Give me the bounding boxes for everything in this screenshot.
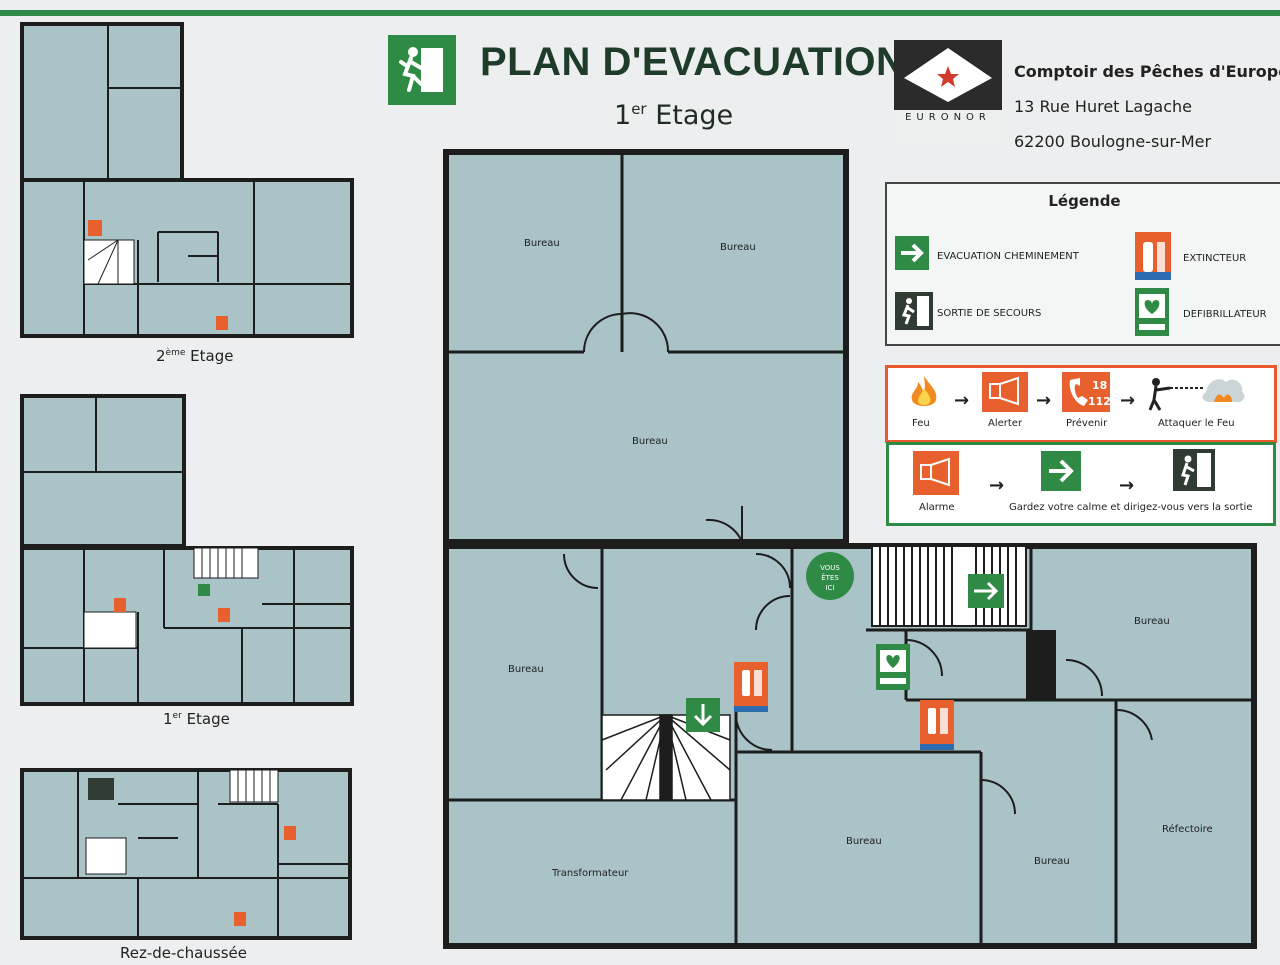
mini-floor-word: Etage bbox=[186, 710, 230, 728]
top-green-border bbox=[0, 10, 1280, 16]
mini-plan-caption-1er: 1er Etage bbox=[163, 710, 230, 728]
company-name: Comptoir des Pêches d'Europe du N bbox=[1014, 62, 1280, 81]
phone-number-18: 18 bbox=[1092, 379, 1107, 392]
arrow-right-icon: → bbox=[1120, 390, 1136, 411]
arrow-right-icon: → bbox=[1036, 390, 1052, 411]
alarm-horn-icon bbox=[913, 451, 959, 495]
mini-plan-caption-2eme: 2ème Etage bbox=[156, 347, 233, 365]
arrow-right-icon: → bbox=[989, 475, 1005, 496]
main-floor-plan: Bureau Bureau Bureau Bureau Transformate… bbox=[443, 149, 1257, 949]
emergency-exit-icon bbox=[895, 292, 933, 330]
legend-panel: Légende EVACUATION CHEMINEMENT EXTINCTEU… bbox=[885, 182, 1280, 346]
phone-number-112: 112 bbox=[1088, 395, 1110, 408]
room-bottom-block bbox=[443, 543, 1257, 949]
staircase-spiral bbox=[601, 714, 731, 801]
legend-label-defibrillator: DEFIBRILLATEUR bbox=[1183, 309, 1267, 320]
alarm-label: Alarme bbox=[919, 502, 955, 513]
room-label-bureau: Bureau bbox=[1034, 856, 1070, 867]
green-arrow-icon bbox=[895, 236, 929, 270]
defibrillator-icon bbox=[876, 644, 910, 690]
mini-floor-label: Rez-de-chaussée bbox=[120, 944, 247, 962]
you-are-here-line-1: VOUS bbox=[820, 564, 840, 572]
legend-title: Légende bbox=[1048, 192, 1121, 210]
emergency-exit-icon bbox=[388, 35, 456, 105]
floor-word: Etage bbox=[655, 100, 734, 131]
alarm-horn-icon bbox=[982, 372, 1028, 412]
room-label-bureau: Bureau bbox=[720, 242, 756, 253]
alarm-instruction: Gardez votre calme et dirigez-vous vers … bbox=[1009, 502, 1253, 513]
room-label-bureau: Bureau bbox=[508, 664, 544, 675]
logo-text: EURONOR bbox=[905, 112, 991, 123]
emergency-exit-icon bbox=[1173, 449, 1215, 491]
mini-floor-suffix: ème bbox=[165, 348, 186, 358]
mini-floor-number: 2 bbox=[156, 347, 166, 365]
floor-number: 1 bbox=[614, 100, 632, 131]
step-prevenir: Prévenir bbox=[1066, 418, 1108, 429]
page-subtitle: 1er Etage bbox=[614, 100, 733, 131]
evacuation-arrow-icon bbox=[968, 574, 1004, 608]
company-city: 62200 Boulogne-sur-Mer bbox=[1014, 132, 1212, 151]
legend-label-extinguisher: EXTINCTEUR bbox=[1183, 253, 1247, 264]
you-are-here-line-3: ICI bbox=[825, 584, 834, 592]
room-label-transformateur: Transformateur bbox=[551, 868, 629, 879]
floor-suffix: er bbox=[631, 100, 647, 118]
firefighter-icon bbox=[1148, 378, 1245, 411]
mini-plan-caption-rdc: Rez-de-chaussée bbox=[120, 944, 247, 962]
step-attaquer: Attaquer le Feu bbox=[1158, 418, 1235, 429]
mini-floor-number: 1 bbox=[163, 710, 173, 728]
evacuation-arrow-down-icon bbox=[686, 698, 720, 732]
mini-plan-2eme-etage bbox=[20, 22, 354, 338]
fire-extinguisher-icon bbox=[734, 662, 768, 712]
mini-floor-word: Etage bbox=[190, 347, 234, 365]
alarm-procedure-panel: Alarme → → Gardez votre calme et dirigez… bbox=[886, 442, 1276, 526]
step-alerter: Alerter bbox=[988, 418, 1023, 429]
room-label-bureau: Bureau bbox=[632, 436, 668, 447]
room-label-bureau: Bureau bbox=[1134, 616, 1170, 627]
room-label-bureau: Bureau bbox=[524, 238, 560, 249]
fire-extinguisher-icon bbox=[920, 700, 954, 750]
company-logo: EURONOR bbox=[894, 40, 1002, 140]
fire-procedure-panel: Feu → Alerter → 18 112 Prévenir → Attaqu… bbox=[885, 365, 1277, 443]
room-label-bureau: Bureau bbox=[846, 836, 882, 847]
mini-floor-suffix: er bbox=[172, 711, 182, 721]
room-label-refectoire: Réfectoire bbox=[1162, 823, 1213, 835]
legend-label-exit: SORTIE DE SECOURS bbox=[937, 308, 1042, 319]
company-address: 13 Rue Huret Lagache bbox=[1014, 97, 1192, 116]
mini-plan-1er-etage bbox=[20, 394, 354, 706]
defibrillator-icon bbox=[1135, 288, 1169, 336]
room-top-block bbox=[443, 149, 849, 545]
fire-extinguisher-icon bbox=[1135, 232, 1171, 280]
arrow-right-icon: → bbox=[1119, 475, 1135, 496]
legend-label-evacuation: EVACUATION CHEMINEMENT bbox=[937, 251, 1079, 262]
fire-icon bbox=[911, 376, 937, 406]
mini-plan-rez-de-chaussee bbox=[20, 768, 352, 940]
green-arrow-icon bbox=[1041, 451, 1081, 491]
company-info: Comptoir des Pêches d'Europe du N 13 Rue… bbox=[1014, 54, 1280, 159]
arrow-right-icon: → bbox=[954, 390, 970, 411]
you-are-here-marker: VOUS ÊTES ICI bbox=[806, 552, 854, 600]
phone-icon: 18 112 bbox=[1062, 372, 1110, 412]
page-title: PLAN D'EVACUATION bbox=[480, 40, 906, 84]
step-feu: Feu bbox=[912, 418, 930, 429]
you-are-here-line-2: ÊTES bbox=[821, 573, 839, 582]
